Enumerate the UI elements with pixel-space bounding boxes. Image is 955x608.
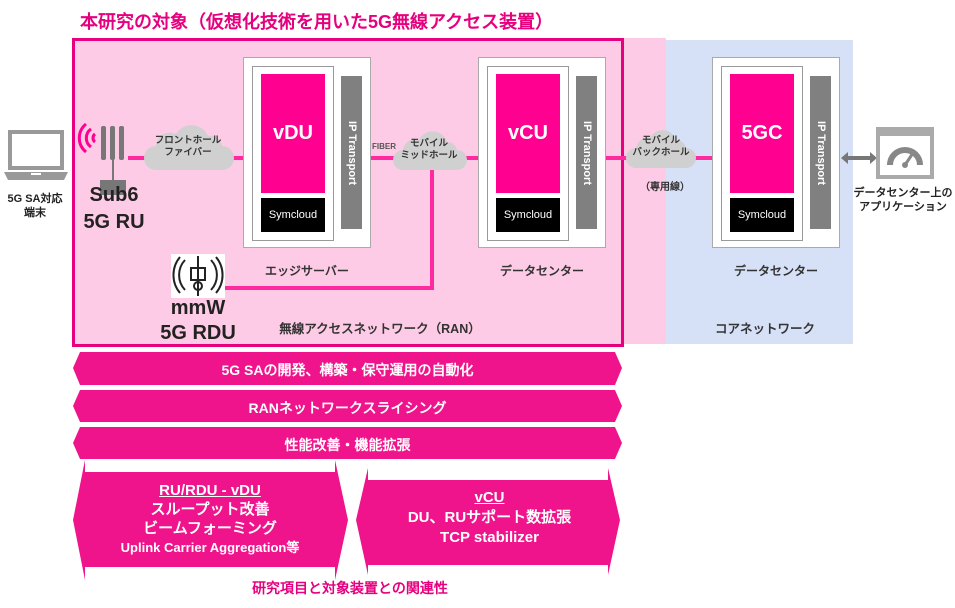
core-network-label: コアネットワーク [714,322,815,336]
backhaul-cloud: モバイルバックホール [624,122,698,172]
symcloud-block: Symcloud [496,198,560,232]
server-frame [252,66,334,241]
server-frame [487,66,569,241]
ran-label: 無線アクセスネットワーク（RAN） [279,322,481,336]
fronthaul-line2: ファイバー [164,147,212,158]
midhaul-cloud: モバイルミッドホール [391,124,467,176]
research-caption: 研究項目と対象装置との関連性 [252,580,448,596]
app-label-line1: データセンター上の [853,187,953,199]
server-frame [721,66,803,241]
symcloud-block: Symcloud [261,198,325,232]
fronthaul-line1: フロントホール [154,135,222,146]
app-label-line2: アプリケーション [859,201,947,213]
research-scope-frame [72,38,624,347]
edge-server-label: エッジサーバー [265,264,349,278]
ru-vdu-heading: RU/RDU - vDU [159,482,261,499]
ru-vdu-item: Uplink Carrier Aggregation等 [120,540,300,555]
vcu-item: TCP stabilizer [440,529,539,546]
ip-transport-block: IP Transport [341,76,362,229]
ru-label-line1: Sub6 [89,184,139,206]
backhaul-note: （専用線） [640,182,690,193]
performance-bar-label: 性能改善・機能拡張 [284,437,411,453]
fronthaul-cloud: フロントホールファイバー [142,118,234,176]
mmw-rdu-icon [171,254,225,298]
symcloud-block: Symcloud [730,198,794,232]
ip-transport-block: IP Transport [810,76,831,229]
midhaul-line1: モバイル [409,138,448,149]
rdu-line-horizontal [224,286,434,290]
rdu-line-vertical [430,160,434,290]
laptop-icon [4,130,68,187]
app-label: データセンター上の アプリケーション [848,186,955,214]
ru-vdu-item: スループット改善 [150,501,270,518]
edge-server-vdu: vDU Symcloud IP Transport [243,57,371,248]
vcu-items: vCU DU、RUサポート数拡張 TCP stabilizer [372,488,607,548]
backhaul-line1: モバイル [641,135,680,146]
antenna-icon [98,124,128,201]
midhaul-line2: ミッドホール [400,150,458,161]
automation-arrow-shape [73,352,622,385]
vdu-block: vDU [261,74,325,193]
ip-transport-block: IP Transport [576,76,597,229]
vcu-item: DU、RUサポート数拡張 [407,509,572,526]
rdu-label-line2: 5G RDU [160,322,236,344]
vcu-heading: vCU [474,489,505,506]
terminal-label: 5G SA対応 端末 [0,192,70,220]
backhaul-line2: バックホール [632,147,690,158]
vcu-datacenter-label: データセンター [499,264,584,278]
vcu-arrow-shape [356,468,620,575]
diagram-title: 本研究の対象（仮想化技術を用いた5G無線アクセス装置） [80,12,554,32]
rdu-label: mmW 5G RDU [155,296,241,346]
terminal-label-line1: 5G SA対応 [7,193,63,205]
ru-vdu-arrow-shape [73,460,348,580]
automation-bar-label: 5G SAの開発、構築・保守運用の自動化 [221,362,474,378]
ru-vdu-item: ビームフォーミング [143,520,277,537]
ru-vdu-items: RU/RDU - vDU スループット改善 ビームフォーミング Uplink C… [90,481,330,557]
radio-wave-icon [70,118,98,163]
datacenter-server-vcu: vCU Symcloud IP Transport [478,57,606,248]
core-datacenter-label: データセンター [733,264,818,278]
ru-label: Sub6 5G RU [74,182,154,236]
terminal-label-line2: 端末 [24,207,46,219]
bidirectional-arrow-icon [841,151,877,170]
slicing-arrow-shape [73,390,622,422]
dashboard-app-icon [876,127,934,184]
rdu-label-line1: mmW [170,297,226,319]
performance-arrow-shape [73,427,622,459]
datacenter-server-5gc: 5GC Symcloud IP Transport [712,57,840,248]
5gc-block: 5GC [730,74,794,193]
fiber-label: FIBER [372,142,396,151]
slicing-bar-label: RANネットワークスライシング [248,400,447,416]
ru-label-line2: 5G RU [83,211,145,233]
vcu-block: vCU [496,74,560,193]
